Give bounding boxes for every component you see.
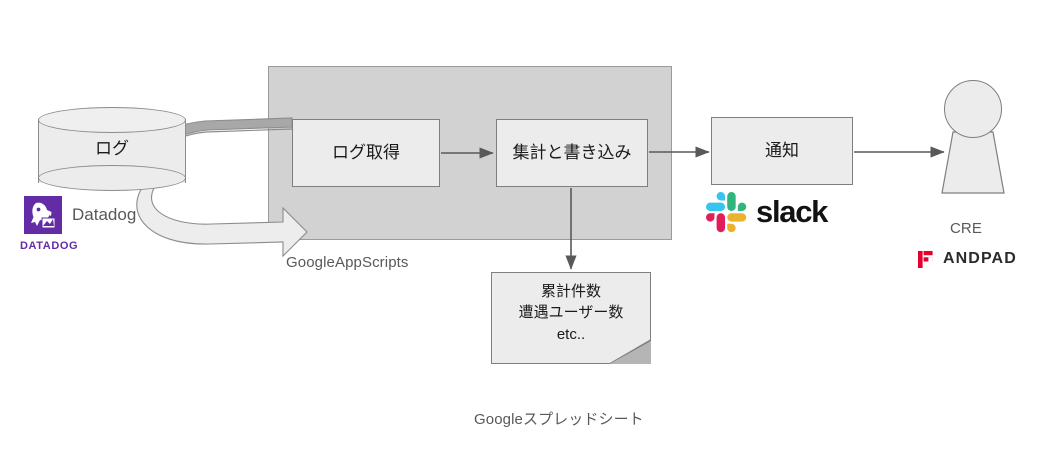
slack-brand: slack	[706, 192, 828, 233]
node-notify-label: 通知	[765, 140, 799, 160]
node-notify[interactable]: 通知	[711, 117, 853, 185]
datadog-brand: Datadog	[24, 196, 136, 234]
slack-logo-icon	[706, 192, 747, 233]
spreadsheet-line-3: etc..	[556, 325, 586, 343]
cre-actor	[936, 80, 1010, 196]
log-datastore: ログ	[38, 107, 186, 192]
node-aggregate-write-label: 集計と書き込み	[512, 142, 632, 162]
log-datastore-label: ログ	[95, 139, 129, 158]
node-log-fetch-label: ログ取得	[332, 142, 400, 162]
andpad-brand-name: ANDPAD	[943, 250, 1017, 267]
datadog-wordmark: DATADOG	[20, 240, 79, 252]
node-log-fetch[interactable]: ログ取得	[292, 119, 440, 187]
spreadsheet-line-2: 遭遇ユーザー数	[518, 304, 624, 322]
spreadsheet-document: 累計件数 遭遇ユーザー数 etc..	[491, 272, 651, 364]
actor-head-icon	[944, 80, 1002, 138]
cre-caption: CRE	[950, 220, 982, 237]
datadog-logo-icon	[24, 196, 62, 234]
spreadsheet-caption: Googleスプレッドシート	[474, 411, 644, 428]
slack-brand-name: slack	[756, 194, 828, 229]
document-body	[491, 272, 651, 364]
andpad-logo-icon	[918, 250, 933, 268]
cylinder-top-ellipse	[38, 107, 186, 133]
andpad-brand: ANDPAD	[918, 250, 1017, 268]
spreadsheet-line-1: 累計件数	[540, 283, 601, 300]
actor-body-shape	[941, 131, 1005, 194]
cylinder-bottom-ellipse	[38, 165, 186, 191]
googleappscripts-caption: GoogleAppScripts	[286, 254, 409, 271]
node-aggregate-write[interactable]: 集計と書き込み	[496, 119, 648, 187]
spreadsheet-text: 累計件数 遭遇ユーザー数 etc..	[491, 281, 651, 345]
datadog-brand-name: Datadog	[72, 205, 137, 224]
